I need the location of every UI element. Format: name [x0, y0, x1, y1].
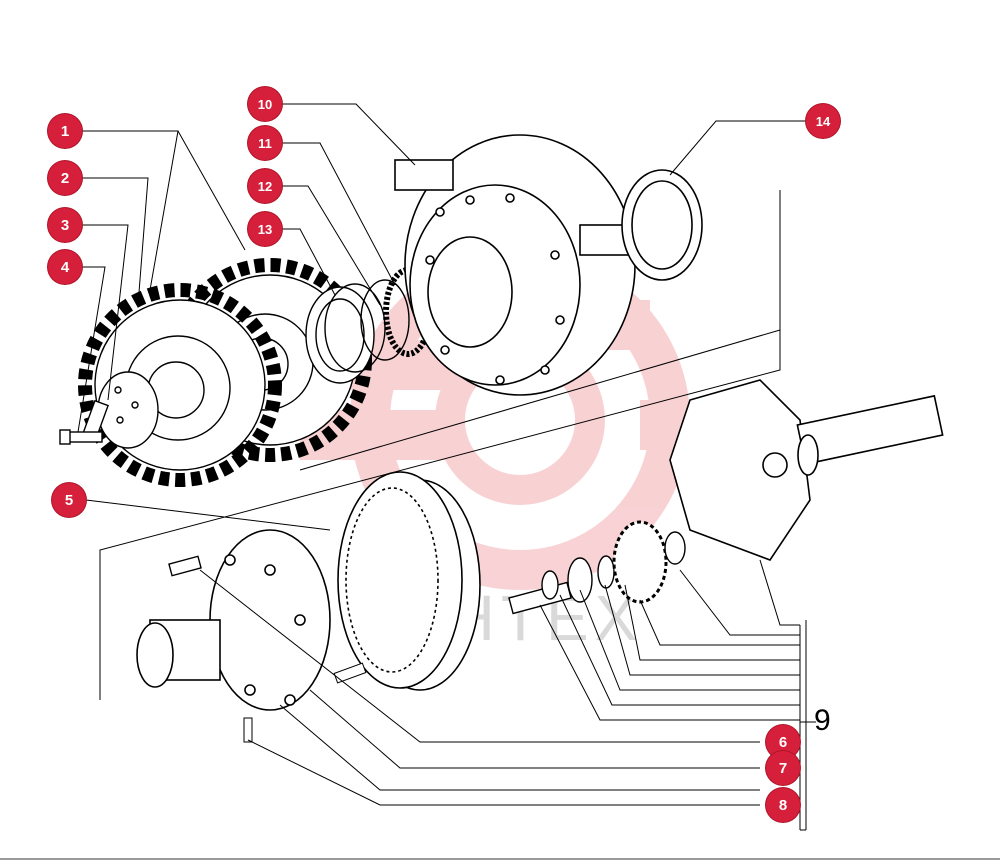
callout-5[interactable]: 5 [52, 483, 86, 517]
callout-14[interactable]: 14 [806, 104, 840, 138]
callout-3[interactable]: 3 [48, 208, 82, 242]
roll-pin [243, 717, 253, 743]
planet-gear-assembly [508, 520, 686, 615]
bearing [305, 283, 386, 384]
spindle-flange [136, 529, 331, 711]
callout-13[interactable]: 13 [248, 212, 282, 246]
callout-11[interactable]: 11 [248, 126, 282, 160]
planet-carrier [669, 379, 944, 561]
dowel-pin [333, 662, 367, 684]
callout-10[interactable]: 10 [248, 87, 282, 121]
lip-seal [621, 169, 703, 281]
explosion-axis-lines [99, 190, 781, 700]
callout-7[interactable]: 7 [766, 751, 800, 785]
callout-4[interactable]: 4 [48, 250, 82, 284]
planetary-housing [394, 134, 641, 396]
bolt [59, 429, 103, 445]
callout-1[interactable]: 1 [48, 114, 82, 148]
bottom-divider [0, 858, 1000, 860]
hub-plate [81, 371, 159, 449]
leader-lines [77, 103, 816, 831]
cap-screw [168, 555, 202, 577]
label-9: 9 [814, 704, 831, 737]
ring-gear [337, 471, 481, 691]
callout-8[interactable]: 8 [766, 788, 800, 822]
callout-12[interactable]: 12 [248, 169, 282, 203]
callout-2[interactable]: 2 [48, 161, 82, 195]
